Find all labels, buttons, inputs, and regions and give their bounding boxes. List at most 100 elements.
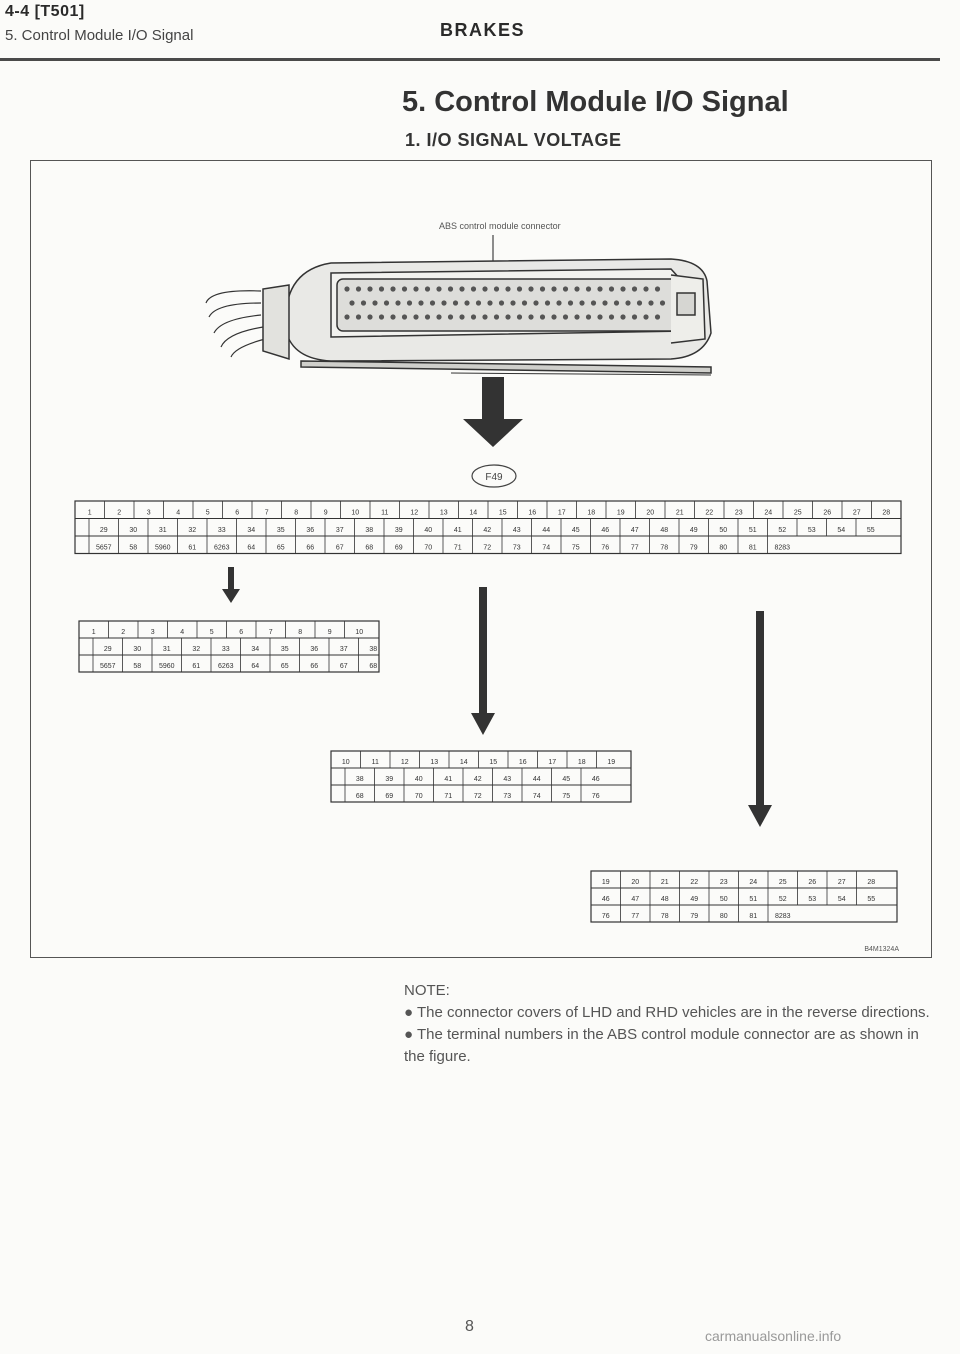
note-item-1: ● The connector covers of LHD and RHD ve… — [404, 1004, 930, 1021]
terminal-number: 15 — [499, 510, 507, 517]
terminal-number: 8283 — [775, 913, 791, 920]
terminal-number: 13 — [440, 510, 448, 517]
terminal-number: 1 — [88, 510, 92, 517]
terminal-number: 6 — [239, 629, 243, 636]
terminal-number: 23 — [735, 510, 743, 517]
down-arrow-left — [222, 567, 240, 603]
terminal-number: 58 — [133, 663, 141, 670]
terminal-number: 18 — [578, 759, 586, 766]
terminal-number: 8283 — [774, 545, 790, 552]
terminal-number: 67 — [336, 545, 344, 552]
connector-pin — [452, 300, 459, 306]
connector-pin — [378, 314, 385, 320]
connector-id: F49 — [485, 472, 503, 483]
terminal-number: 30 — [133, 646, 141, 653]
terminal-number: 16 — [528, 510, 536, 517]
page-number: 8 — [465, 1318, 474, 1335]
terminal-number: 70 — [415, 793, 423, 800]
terminal-number: 53 — [808, 896, 816, 903]
terminal-number: 76 — [602, 913, 610, 920]
terminal-number: 76 — [592, 793, 600, 800]
terminal-number: 29 — [100, 527, 108, 534]
connector-pin — [528, 314, 534, 320]
terminal-number: 71 — [454, 545, 462, 552]
terminal-number: 75 — [572, 545, 580, 552]
terminal-number: 30 — [129, 527, 137, 534]
connector-id-oval — [471, 464, 517, 488]
connector-illustration — [205, 258, 712, 376]
terminal-number: 17 — [548, 759, 556, 766]
terminal-number: 6 — [235, 510, 239, 517]
connector-pin — [585, 286, 592, 292]
connector-pin — [470, 286, 477, 292]
terminal-number: 5 — [206, 510, 210, 517]
terminal-number: 58 — [129, 545, 137, 552]
connector-pin — [424, 286, 431, 292]
terminal-number: 42 — [483, 527, 491, 534]
terminal-number: 61 — [188, 545, 196, 552]
terminal-number: 48 — [660, 527, 668, 534]
connector-pin — [390, 286, 396, 292]
terminal-number: 22 — [705, 510, 713, 517]
connector-pin — [631, 286, 638, 292]
terminal-number: 78 — [661, 913, 669, 920]
connector-pin — [574, 286, 580, 292]
terminal-number: 73 — [513, 545, 521, 552]
terminal-number: 39 — [395, 527, 403, 534]
terminal-number: 2 — [117, 510, 121, 517]
terminal-number: 21 — [676, 510, 684, 517]
connector-pin — [516, 314, 523, 320]
connector-pin — [562, 314, 569, 320]
terminal-number: 2 — [121, 629, 125, 636]
terminal-number: 65 — [277, 545, 285, 552]
connector-pin — [539, 314, 546, 320]
connector-pin — [360, 300, 367, 306]
terminal-number: 75 — [562, 793, 570, 800]
terminal-number: 72 — [474, 793, 482, 800]
terminal-number: 41 — [444, 776, 452, 783]
terminal-number: 55 — [867, 527, 875, 534]
terminal-number: 68 — [365, 545, 373, 552]
terminal-number: 25 — [779, 879, 787, 886]
terminal-number: 48 — [661, 896, 669, 903]
header-title: BRAKES — [440, 20, 526, 40]
connector-pin — [344, 314, 350, 320]
terminal-number: 13 — [430, 759, 438, 766]
terminal-number: 18 — [587, 510, 595, 517]
terminal-number: 37 — [336, 527, 344, 534]
connector-pin — [464, 300, 470, 306]
connector-pin — [567, 300, 574, 306]
connector-pin — [482, 286, 488, 292]
connector-pin — [470, 314, 477, 320]
terminal-number: 29 — [104, 646, 112, 653]
note-block: NOTE: ● The connector covers of LHD and … — [404, 980, 934, 1068]
subsection-title: 1. I/O SIGNAL VOLTAGE — [405, 130, 622, 150]
connector-pin — [648, 300, 654, 306]
terminal-number: 11 — [381, 510, 388, 517]
connector-pin — [344, 286, 350, 292]
terminal-number: 36 — [306, 527, 314, 534]
terminal-number: 28 — [867, 879, 875, 886]
terminal-number: 79 — [690, 913, 698, 920]
connector-pin — [429, 300, 436, 306]
terminal-number: 22 — [690, 879, 698, 886]
terminal-number: 10 — [342, 759, 350, 766]
down-arrow-right — [748, 611, 772, 827]
terminal-number: 24 — [764, 510, 772, 517]
terminal-number: 9 — [328, 629, 332, 636]
connector-pin — [475, 300, 482, 306]
connector-pin — [516, 286, 523, 292]
terminal-number: 55 — [867, 896, 875, 903]
terminal-number: 3 — [147, 510, 151, 517]
terminal-number: 12 — [410, 510, 418, 517]
terminal-number: 4 — [180, 629, 184, 636]
connector-pin — [597, 314, 603, 320]
terminal-number: 14 — [460, 759, 468, 766]
terminal-number: 20 — [631, 879, 639, 886]
terminal-number: 5 — [210, 629, 214, 636]
terminal-number: 11 — [372, 759, 379, 766]
terminal-number: 37 — [340, 646, 348, 653]
terminal-number: 33 — [222, 646, 230, 653]
